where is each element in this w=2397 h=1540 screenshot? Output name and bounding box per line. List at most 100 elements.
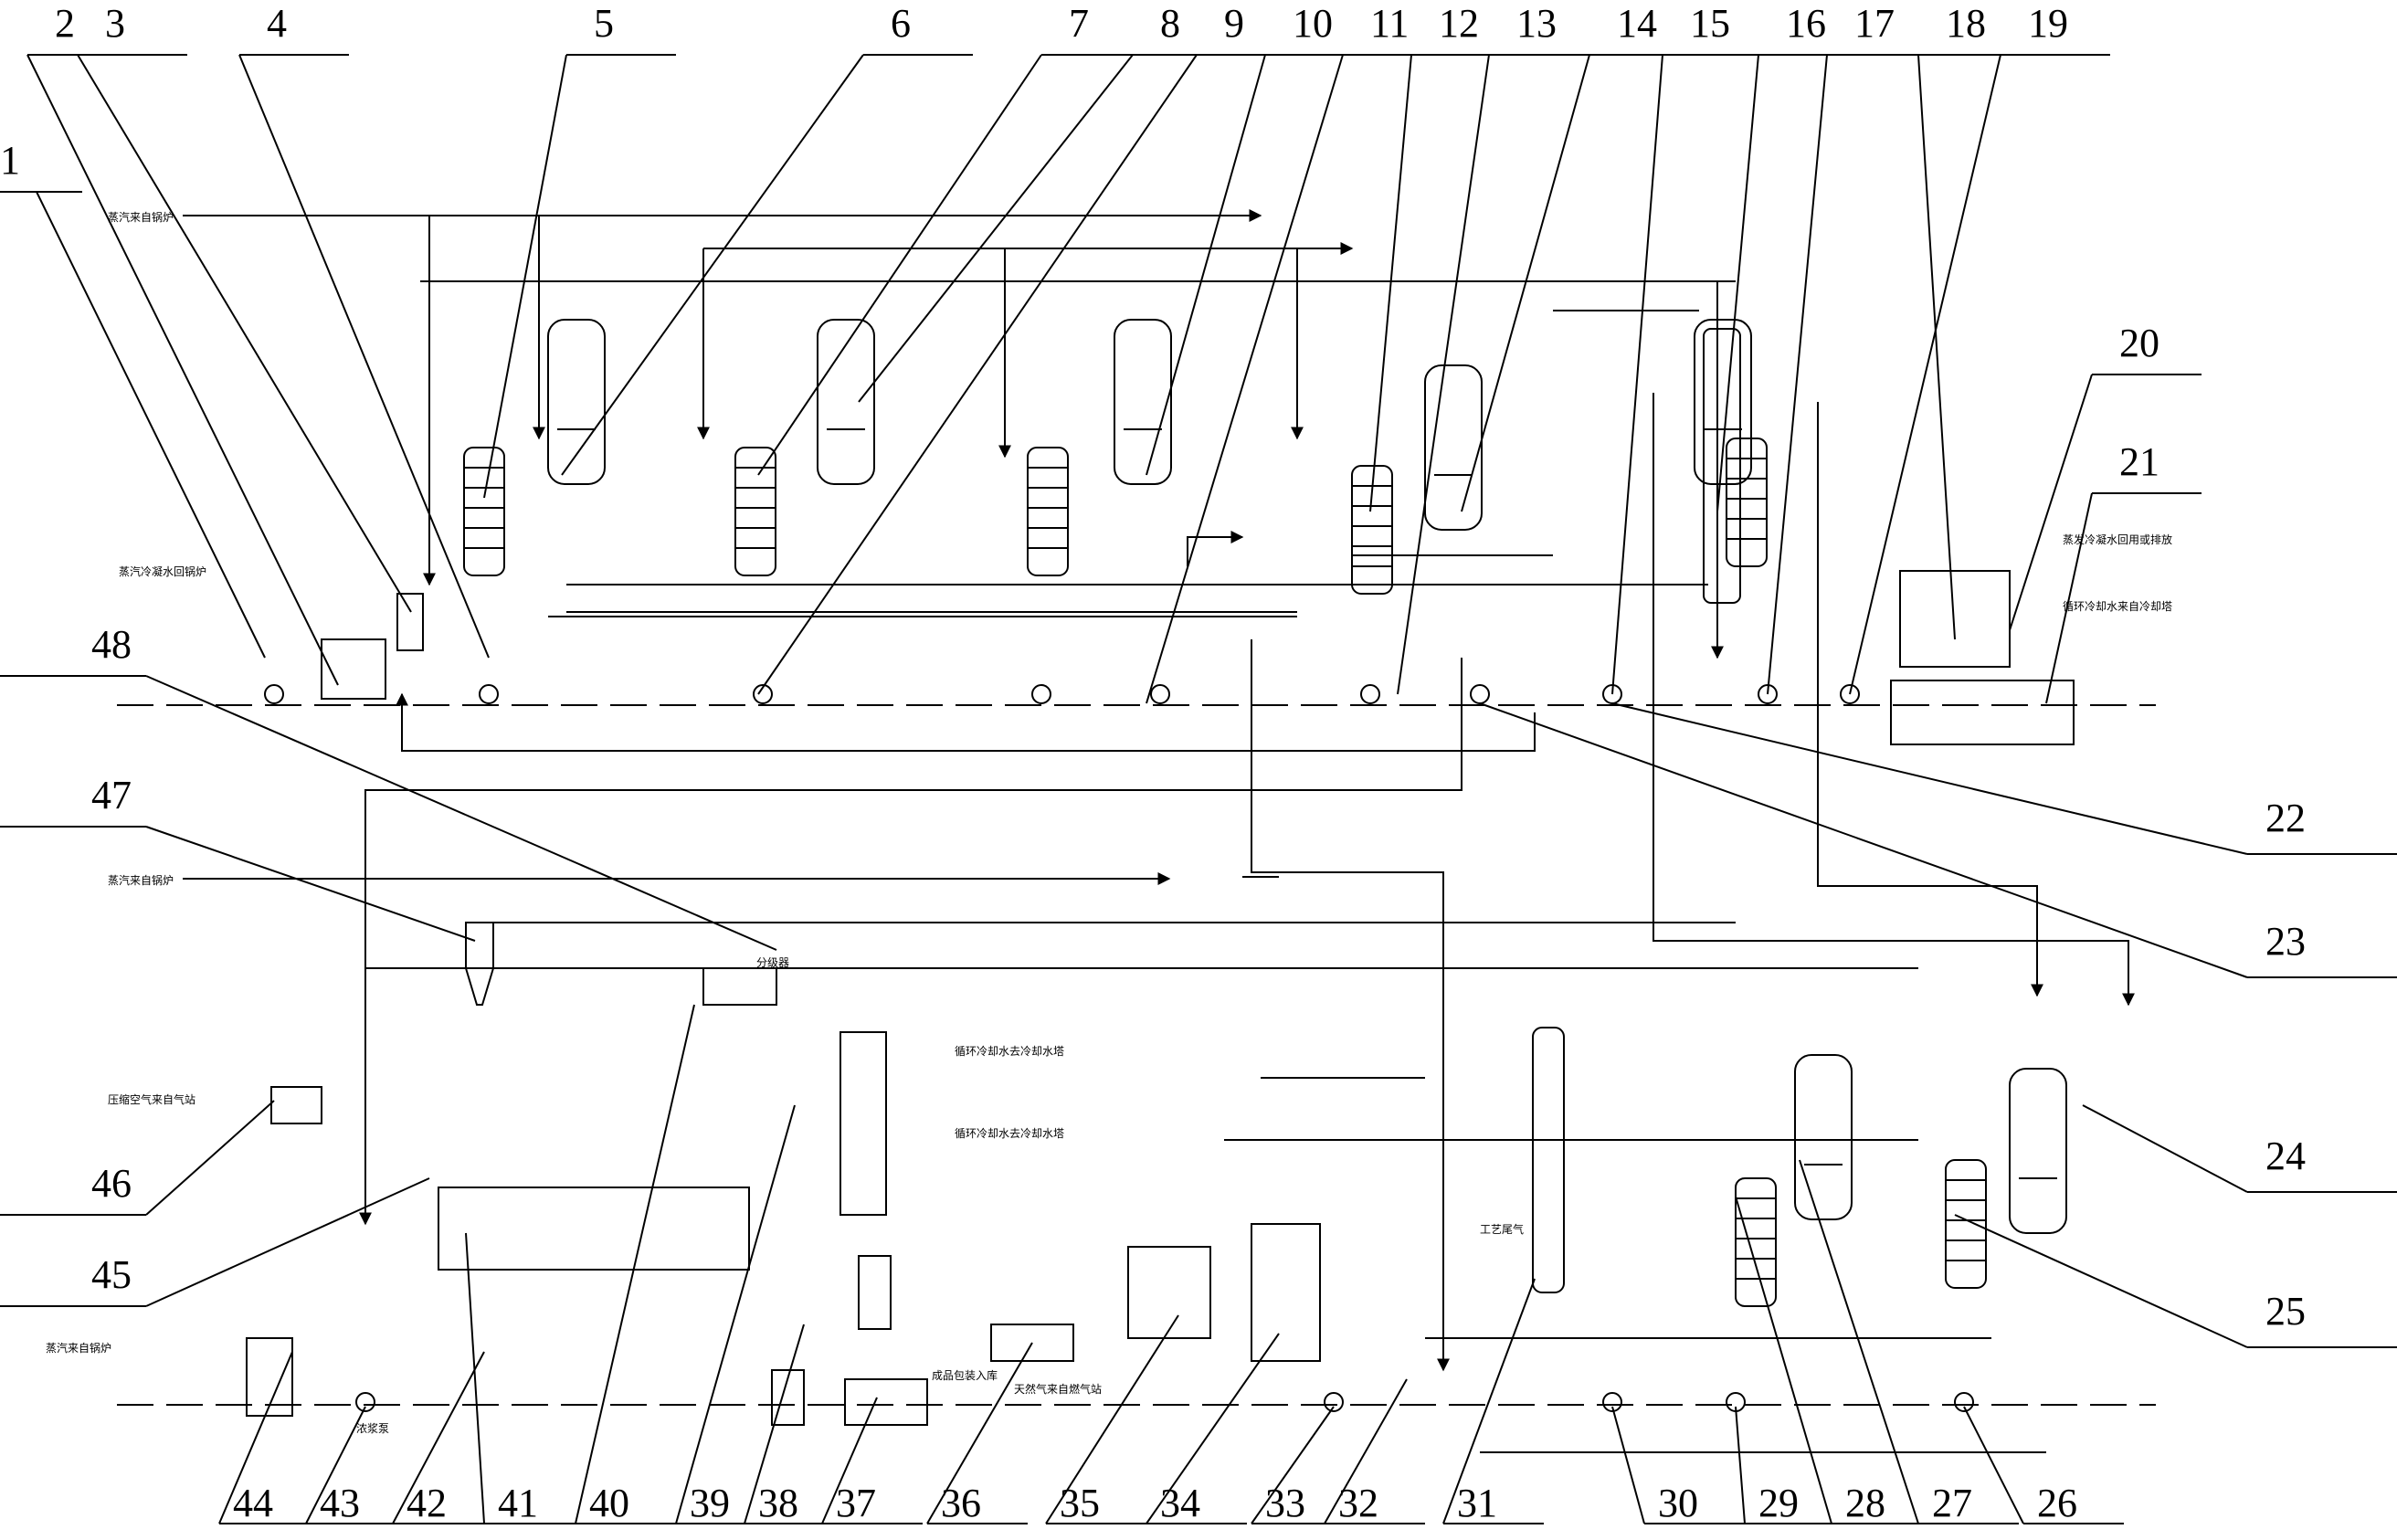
callout-number: 11 bbox=[1370, 1, 1409, 46]
callout-number: 19 bbox=[2028, 1, 2068, 46]
callout-leader bbox=[1324, 1378, 1408, 1524]
stream-label: 浓浆泵 bbox=[356, 1421, 389, 1435]
stream-label: 循环冷却水去冷却水塔 bbox=[955, 1127, 1064, 1140]
pump bbox=[479, 684, 499, 704]
callout-leader bbox=[145, 675, 777, 951]
callout-leader bbox=[145, 1177, 430, 1307]
tube-heat-exchanger bbox=[1351, 465, 1393, 595]
callout-number: 42 bbox=[407, 1481, 447, 1525]
stream-label: 蒸汽来自锅炉 bbox=[108, 873, 174, 887]
packing-machine bbox=[844, 1378, 928, 1426]
evaporator-separator bbox=[1794, 1054, 1853, 1220]
return-pipe bbox=[1187, 531, 1244, 566]
callout-leader bbox=[1251, 1406, 1335, 1524]
callout-leader bbox=[145, 1100, 275, 1216]
callout-number: 9 bbox=[1224, 1, 1244, 46]
callout-leader bbox=[305, 1406, 366, 1524]
evaporator-separator bbox=[1424, 364, 1483, 531]
callout-leader bbox=[77, 54, 412, 613]
callout-leader bbox=[926, 1342, 1033, 1524]
callout-leader bbox=[757, 54, 1198, 695]
stream-label: 蒸汽冷凝水回锅炉 bbox=[119, 564, 206, 578]
callout-number: 48 bbox=[91, 622, 132, 667]
callout-number: 35 bbox=[1060, 1481, 1100, 1525]
callout-leader bbox=[1917, 54, 1956, 640]
callout-number: 5 bbox=[594, 1, 614, 46]
callout-leader bbox=[1397, 54, 1490, 695]
tube-heat-exchanger bbox=[1726, 438, 1768, 567]
callout-leader bbox=[858, 54, 1134, 403]
callout-leader bbox=[1461, 54, 1590, 512]
air-heater bbox=[1127, 1246, 1211, 1339]
washing-tower bbox=[1532, 1027, 1565, 1293]
callout-number: 43 bbox=[320, 1481, 360, 1525]
callout-leader bbox=[218, 1351, 293, 1524]
stream-label: 天然气来自燃气站 bbox=[1014, 1382, 1102, 1396]
cyclone-top bbox=[465, 922, 494, 969]
callout-number: 3 bbox=[105, 1, 125, 46]
classifier bbox=[702, 967, 777, 1006]
callout-number: 10 bbox=[1293, 1, 1333, 46]
callout-number: 32 bbox=[1338, 1481, 1378, 1525]
callout-leader bbox=[1369, 54, 1412, 512]
callout-number: 47 bbox=[91, 773, 132, 817]
callout-number: 46 bbox=[91, 1161, 132, 1206]
callout-leader bbox=[744, 1324, 805, 1524]
cooling-water-tank bbox=[1890, 680, 2075, 745]
callout-number: 29 bbox=[1758, 1481, 1799, 1525]
callout-number: 39 bbox=[690, 1481, 730, 1525]
callout-number: 37 bbox=[836, 1481, 876, 1525]
vapor-riser bbox=[1817, 402, 2043, 997]
cooler-stack bbox=[839, 1031, 887, 1216]
callout-number: 1 bbox=[0, 138, 20, 183]
callout-number: 30 bbox=[1658, 1481, 1698, 1525]
stream-label: 循环冷却水来自冷却塔 bbox=[2063, 600, 2172, 613]
callout-number: 15 bbox=[1690, 1, 1730, 46]
evaporator-separator bbox=[1114, 319, 1172, 485]
equipment-layer bbox=[246, 319, 2075, 1426]
callout-number: 12 bbox=[1439, 1, 1479, 46]
vapor-line bbox=[1653, 393, 2135, 1007]
stream-label: 循环冷却水去冷却水塔 bbox=[955, 1045, 1064, 1058]
pump bbox=[1360, 684, 1380, 704]
callout-number: 36 bbox=[941, 1481, 981, 1525]
callout-number: 17 bbox=[1854, 1, 1895, 46]
pump bbox=[1954, 1392, 1974, 1412]
callout-leader bbox=[1735, 1196, 1832, 1524]
callout-number: 14 bbox=[1617, 1, 1657, 46]
feed-tank bbox=[321, 638, 386, 700]
callout-leader bbox=[2009, 374, 2093, 631]
callout-number: 23 bbox=[2265, 919, 2306, 964]
callout-number: 16 bbox=[1786, 1, 1826, 46]
callout-leader bbox=[392, 1351, 485, 1524]
pump bbox=[264, 684, 284, 704]
stream-label: 工艺尾气 bbox=[1480, 1222, 1524, 1236]
evaporator-separator bbox=[2009, 1068, 2067, 1234]
gas-heater bbox=[990, 1324, 1074, 1362]
callout-number: 8 bbox=[1160, 1, 1180, 46]
callout-number: 44 bbox=[233, 1481, 273, 1525]
pump bbox=[1031, 684, 1051, 704]
callout-leader bbox=[821, 1397, 878, 1524]
callout-number: 31 bbox=[1457, 1481, 1497, 1525]
callout-leader bbox=[1045, 1314, 1179, 1524]
callout-leader bbox=[26, 54, 339, 686]
condenser-column bbox=[1703, 328, 1741, 604]
tube-heat-exchanger bbox=[1735, 1177, 1777, 1307]
dust-filter bbox=[1251, 1223, 1321, 1362]
callout-leader bbox=[1716, 54, 1759, 512]
tube-heat-exchanger bbox=[1027, 447, 1069, 576]
callout-leader bbox=[575, 1004, 695, 1524]
callout-number: 41 bbox=[498, 1481, 538, 1525]
callout-number: 4 bbox=[267, 1, 287, 46]
callout-number: 22 bbox=[2265, 796, 2306, 840]
pump bbox=[1840, 684, 1860, 704]
tube-heat-exchanger bbox=[1945, 1159, 1987, 1289]
callout-leader bbox=[1146, 1333, 1280, 1524]
callout-leader bbox=[757, 54, 1042, 476]
callout-leader bbox=[483, 54, 567, 499]
callout-leader bbox=[1799, 1159, 1919, 1524]
callout-number: 13 bbox=[1516, 1, 1557, 46]
